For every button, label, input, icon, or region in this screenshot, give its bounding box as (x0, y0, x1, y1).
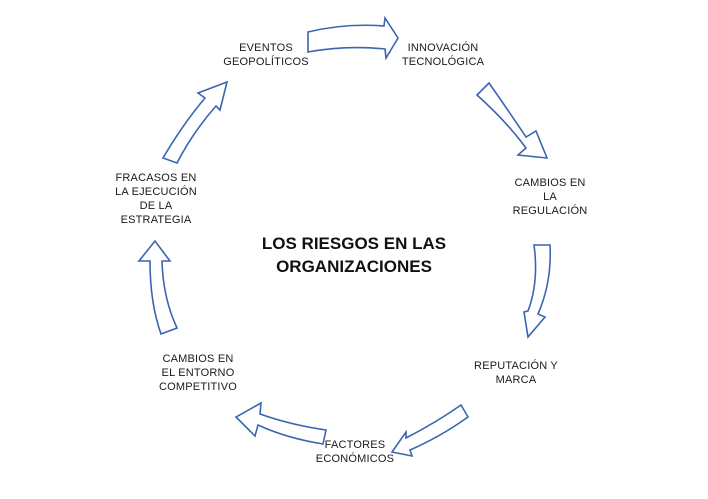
node-eventos-geopoliticos: EVENTOS GEOPOLÍTICOS (223, 42, 309, 68)
diagram-title: LOS RIESGOS EN LAS ORGANIZACIONES (224, 232, 484, 278)
arrow-eventos-to-innovacion (307, 15, 399, 61)
node-fracasos-estrategia: FRACASOS EN LA EJECUCIÓN DE LA ESTRATEGI… (115, 172, 197, 226)
arrow-factores-to-competitivo (234, 401, 327, 445)
arrow-competitivo-to-fracasos (137, 239, 179, 336)
title-line-1: LOS RIESGOS EN LAS (261, 234, 447, 253)
node-cambios-regulacion: CAMBIOS EN LA REGULACIÓN (512, 177, 588, 217)
arrow-reputacion-to-factores (390, 403, 470, 458)
node-reputacion-marca: REPUTACIÓN Y MARCA (474, 360, 558, 386)
node-innovacion-tecnologica: INNOVACIÓN TECNOLÓGICA (401, 42, 485, 68)
title-line-2: ORGANIZACIONES (276, 257, 432, 276)
arrow-regulacion-to-reputacion (523, 244, 552, 339)
node-factores-economicos: FACTORES ECONÓMICOS (315, 439, 395, 465)
node-cambios-entorno-competitivo: CAMBIOS EN EL ENTORNO COMPETITIVO (159, 353, 237, 393)
arrow-innovacion-to-regulacion (475, 81, 549, 159)
arrow-fracasos-to-eventos (161, 80, 229, 164)
